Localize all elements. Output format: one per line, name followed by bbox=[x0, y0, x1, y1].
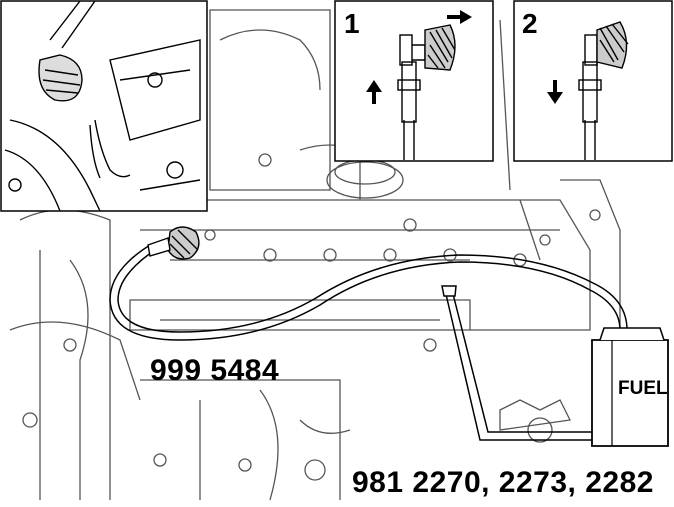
step-2-number: 2 bbox=[522, 8, 538, 39]
step2-inset bbox=[513, 0, 673, 162]
tool-number-label: 999 5484 bbox=[150, 354, 280, 387]
tool-hose bbox=[109, 244, 628, 341]
arrow-right-icon bbox=[447, 10, 472, 24]
arrow-up-icon bbox=[366, 80, 382, 104]
fuel-line bbox=[441, 285, 600, 441]
step-1-number: 1 bbox=[344, 8, 360, 39]
part-numbers-label: 981 2270, 2273, 2282 bbox=[352, 466, 654, 499]
arrow-down-icon bbox=[547, 80, 563, 104]
fuel-can-label: FUEL bbox=[618, 378, 668, 399]
step1-inset bbox=[334, 0, 494, 162]
inset-detail bbox=[0, 0, 208, 212]
tool-connector bbox=[147, 226, 200, 260]
fuel-can bbox=[591, 327, 669, 447]
